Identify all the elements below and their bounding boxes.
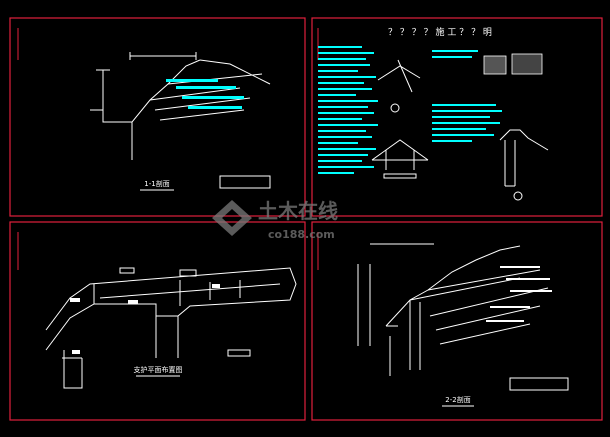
support-plan-caption: 支护平面布置图 (134, 365, 183, 374)
wall-section-detail (499, 129, 549, 201)
support-plan-markers (70, 284, 220, 354)
mesh-detail (483, 53, 543, 75)
section-2-2-caption: 2-2剖面 (445, 395, 470, 404)
section-2-2-drawing (357, 243, 569, 391)
margin-marks (17, 28, 319, 270)
notes-heading: ？ ？ ？ ？ 施 工 ？ ？ 明 (388, 26, 492, 38)
sheet-frame-bottom-right (311, 221, 603, 421)
notes-text-block-right (432, 50, 502, 142)
section-1-1-caption: 1-1剖面 (144, 179, 169, 188)
sheet-frame-top-right (311, 17, 603, 217)
sheet-frame-bottom-left (9, 221, 306, 421)
support-plan-drawing (45, 267, 297, 389)
notes-text-block-left (318, 46, 378, 174)
site-watermark: 土木在线 co188.com (212, 199, 338, 241)
truss-detail (371, 139, 429, 179)
anchor-head-detail (377, 59, 421, 113)
section-1-1-annotations (166, 79, 244, 109)
sheet-frame-top-left (9, 17, 306, 217)
section-1-1-drawing (90, 52, 271, 189)
watermark-site: co188.com (268, 228, 335, 241)
section-2-2-annotations (486, 266, 552, 322)
watermark-logo-icon (212, 200, 252, 236)
watermark-brand: 土木在线 (258, 199, 338, 223)
